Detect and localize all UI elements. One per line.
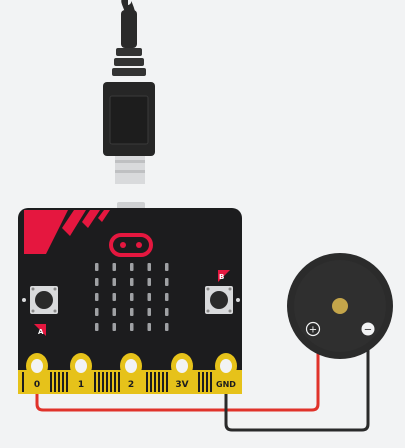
led <box>165 263 169 271</box>
edge-finger-gap <box>94 372 96 392</box>
piezo-buzzer[interactable]: + − <box>287 253 393 359</box>
led <box>147 323 151 331</box>
buzzer-negative-marker: − <box>361 322 375 336</box>
wires <box>35 342 370 432</box>
edge-finger-gap <box>102 372 104 392</box>
buzzer-positive-label: + <box>309 325 317 336</box>
button-b-dot <box>236 298 240 302</box>
usb-ridge <box>116 48 142 56</box>
edge-finger-gap <box>210 372 212 392</box>
led <box>130 278 134 286</box>
pin-0[interactable]: 0 <box>26 353 48 390</box>
pin-2-label: 2 <box>128 380 134 390</box>
led <box>95 263 99 271</box>
led <box>165 293 169 301</box>
usb-plug-line <box>115 160 145 163</box>
button-b-label-flag <box>218 270 230 282</box>
pin-gnd[interactable]: GND <box>215 353 237 389</box>
led <box>112 323 116 331</box>
usb-ridge <box>112 68 146 76</box>
led <box>130 308 134 316</box>
edge-finger-gap <box>146 372 148 392</box>
led <box>130 293 134 301</box>
edge-finger-gap <box>206 372 208 392</box>
microbit-board: A B 0 1 <box>18 202 242 394</box>
edge-finger-gap <box>54 372 56 392</box>
microbit-logo-icon <box>109 233 153 257</box>
edge-finger-gap <box>114 372 116 392</box>
edge-finger-gap <box>162 372 164 392</box>
pin-1-label: 1 <box>78 380 84 390</box>
usb-cable-strain-relief <box>121 10 137 48</box>
led <box>147 263 151 271</box>
led <box>95 278 99 286</box>
edge-finger-gap <box>202 372 204 392</box>
usb-connector-face <box>109 95 149 145</box>
usb-plug-line <box>115 170 145 173</box>
led <box>112 293 116 301</box>
edge-finger-gap <box>110 372 112 392</box>
led <box>147 278 151 286</box>
button-b[interactable] <box>205 286 233 314</box>
board-accent-stripe <box>62 210 86 236</box>
edge-finger-gap <box>58 372 60 392</box>
led-matrix <box>95 263 169 331</box>
usb-ridge <box>114 58 144 66</box>
led <box>95 293 99 301</box>
edge-finger-gap <box>22 372 24 392</box>
pin-0-label: 0 <box>34 380 40 390</box>
button-a[interactable] <box>30 286 58 314</box>
buzzer-sound-hole <box>332 298 348 314</box>
edge-finger-gap <box>50 372 52 392</box>
led <box>112 278 116 286</box>
led <box>130 323 134 331</box>
pin-3v-label: 3V <box>175 380 188 390</box>
edge-finger-gap <box>62 372 64 392</box>
pin-gnd-label: GND <box>216 380 236 389</box>
edge-finger-gap <box>66 372 68 392</box>
led <box>165 278 169 286</box>
buzzer-positive-marker: + <box>305 321 321 337</box>
pin-1[interactable]: 1 <box>70 353 92 390</box>
button-a-label-flag <box>34 324 46 336</box>
buzzer-negative-label: − <box>364 325 372 336</box>
led <box>95 308 99 316</box>
black-wire <box>224 342 370 432</box>
red-wire <box>35 342 320 412</box>
led <box>112 263 116 271</box>
led <box>147 293 151 301</box>
edge-finger-gap <box>118 372 120 392</box>
pin-3v[interactable]: 3V <box>171 353 193 390</box>
board-accent-stripe <box>98 210 110 222</box>
edge-finger-gap <box>150 372 152 392</box>
edge-finger-gap <box>106 372 108 392</box>
led <box>165 323 169 331</box>
board-body <box>18 208 242 394</box>
edge-fingers <box>22 372 212 392</box>
led <box>130 263 134 271</box>
board-accent-stripe <box>24 210 68 254</box>
led <box>165 308 169 316</box>
button-b-label: B <box>219 273 224 281</box>
edge-finger-gap <box>154 372 156 392</box>
led <box>112 308 116 316</box>
usb-cable <box>103 0 155 184</box>
edge-finger-gap <box>166 372 168 392</box>
edge-finger-gap <box>98 372 100 392</box>
pin-2[interactable]: 2 <box>120 353 142 390</box>
edge-finger-gap <box>198 372 200 392</box>
led <box>95 323 99 331</box>
button-a-dot <box>22 298 26 302</box>
led <box>147 308 151 316</box>
board-accent-stripe <box>82 210 100 228</box>
edge-finger-gap <box>158 372 160 392</box>
button-a-label: A <box>38 328 44 336</box>
